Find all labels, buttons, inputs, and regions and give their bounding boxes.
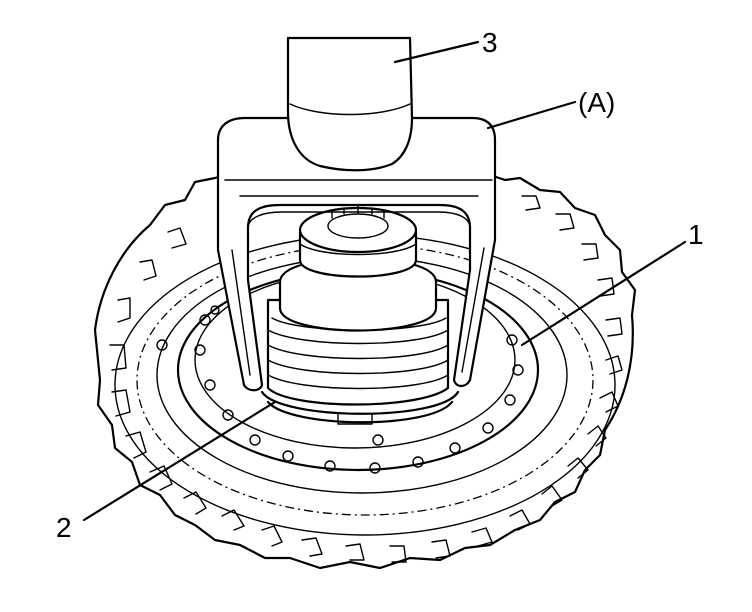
callout-a: (A) bbox=[578, 87, 615, 118]
plate-holes bbox=[156, 305, 524, 474]
leader-lines bbox=[82, 40, 687, 522]
callout-2: 2 bbox=[56, 512, 72, 543]
callout-3: 3 bbox=[482, 27, 498, 58]
callout-1: 1 bbox=[688, 219, 704, 250]
press-ram bbox=[286, 36, 414, 172]
special-tool-a bbox=[216, 116, 497, 392]
hub-assembly bbox=[260, 205, 460, 425]
